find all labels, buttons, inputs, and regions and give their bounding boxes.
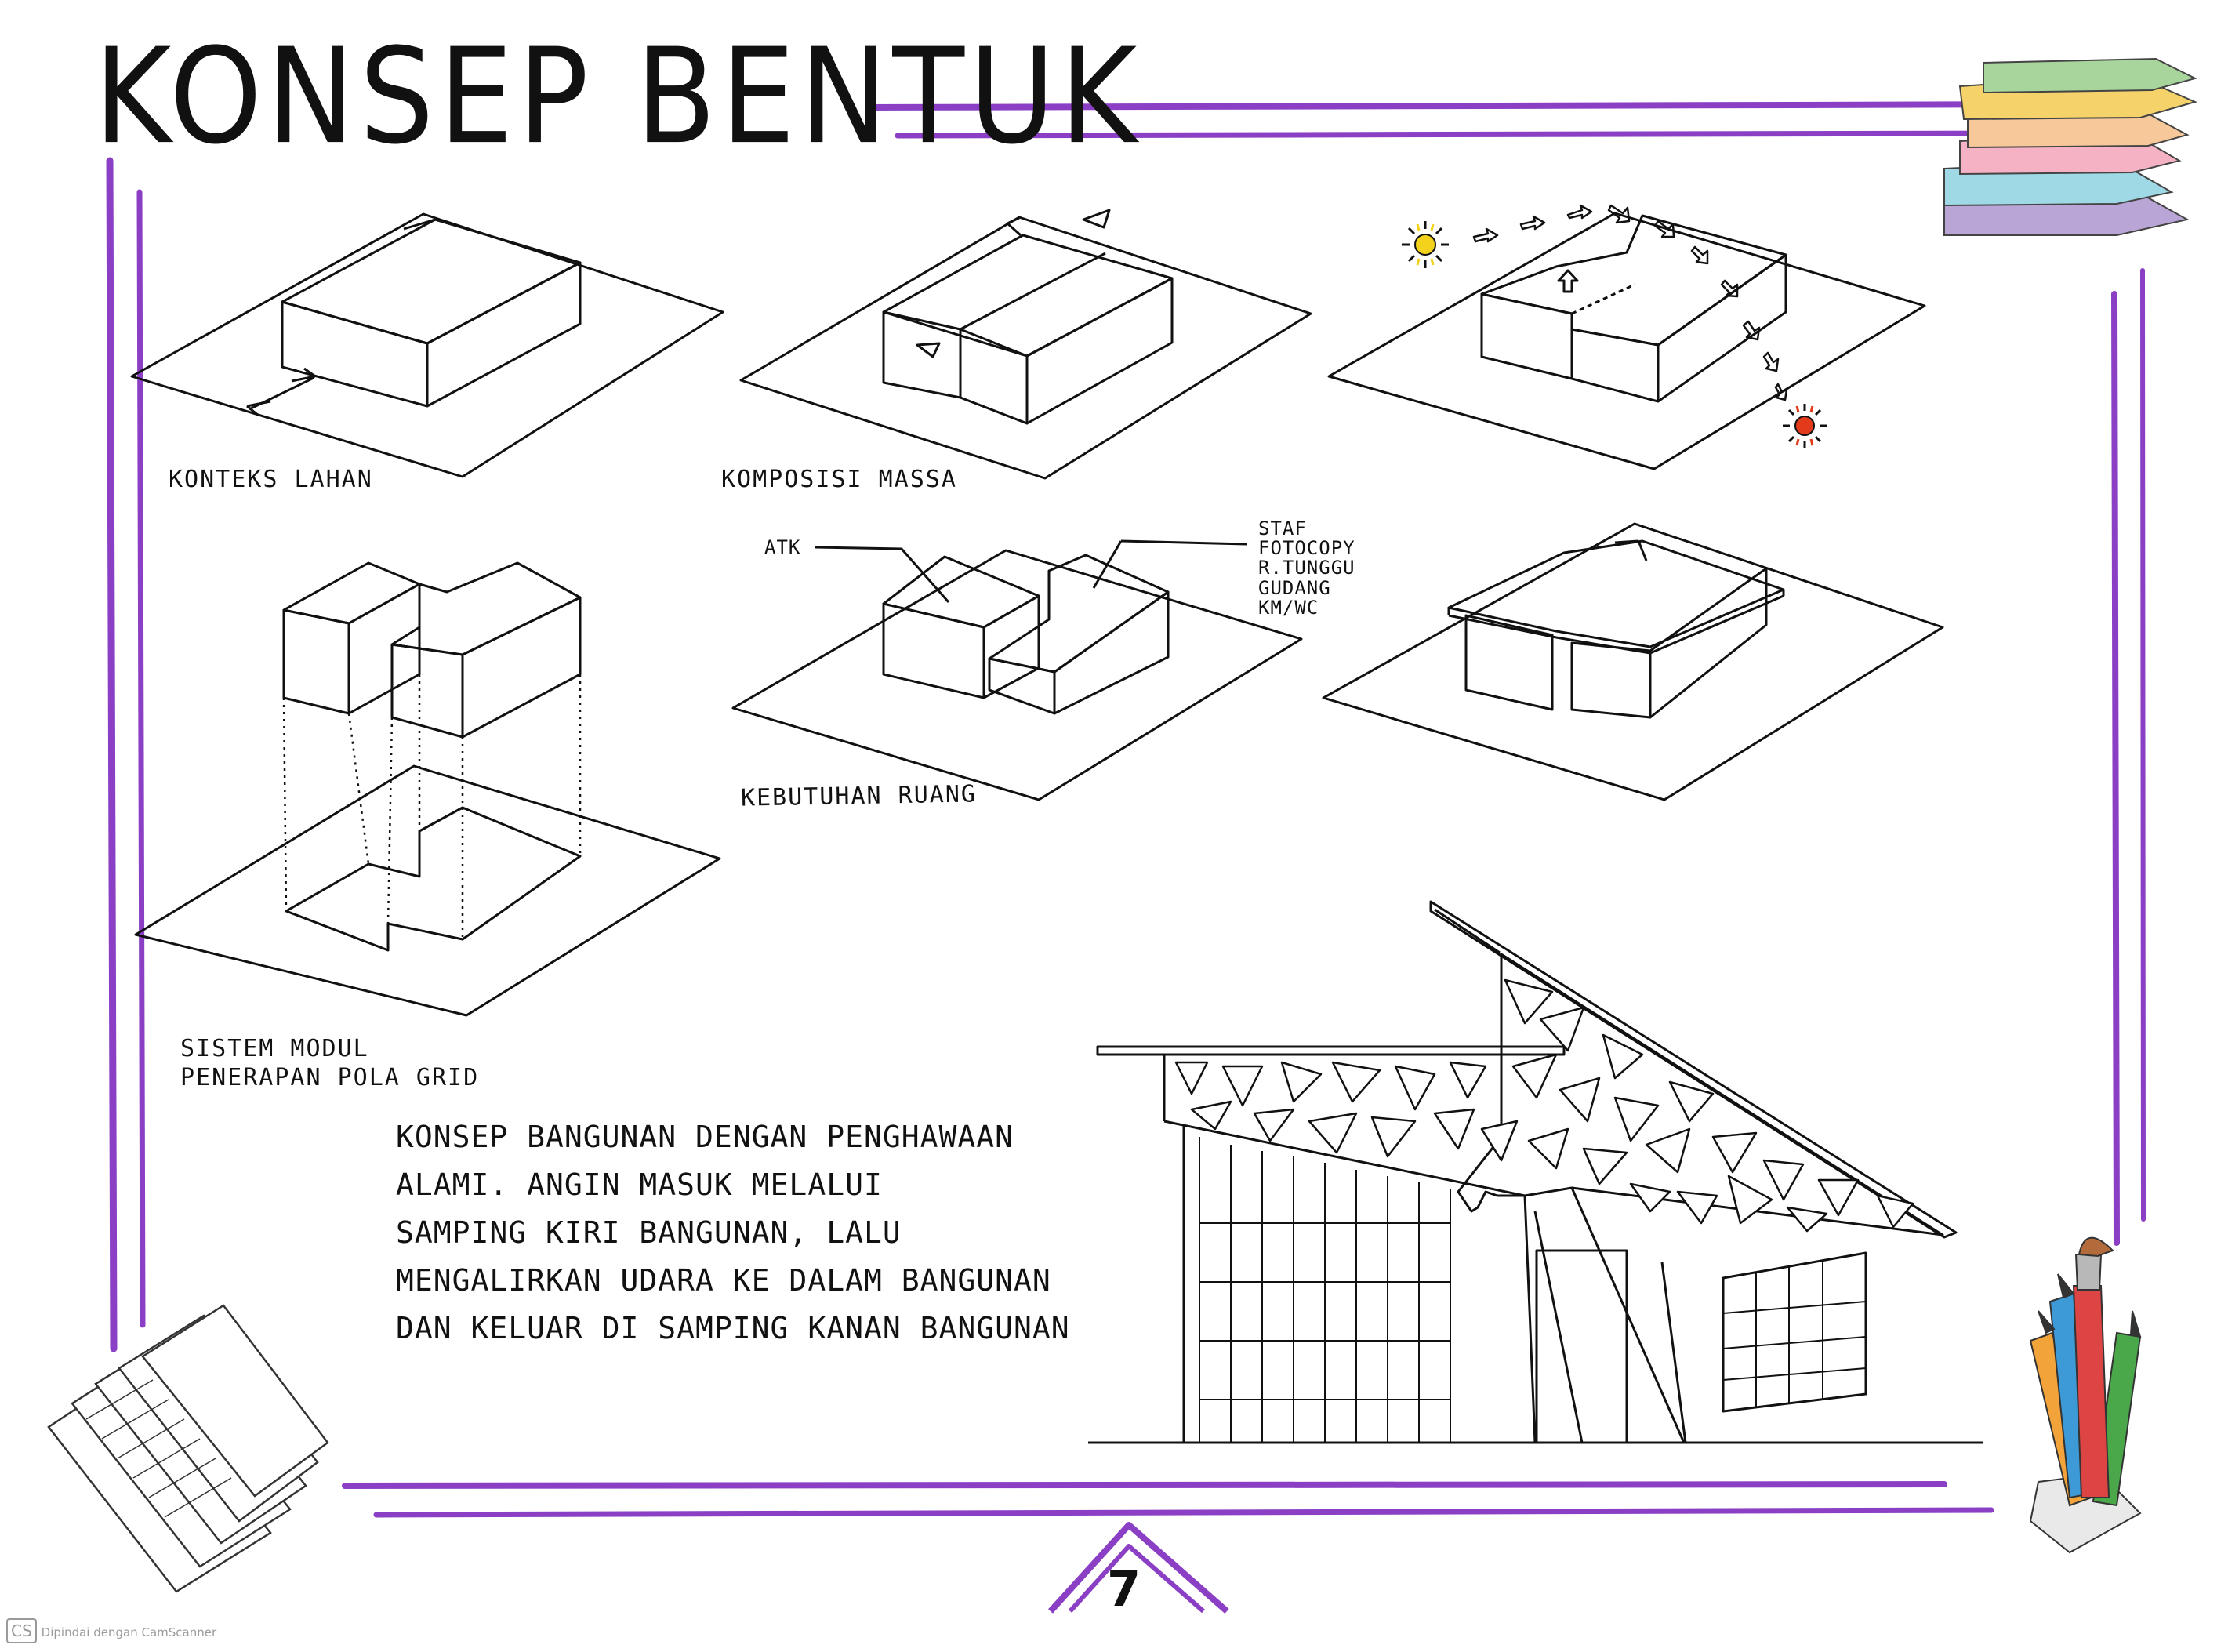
scanner-watermark: CS Dipindai dengan CamScanner <box>6 1618 216 1643</box>
scanner-logo: CS <box>6 1618 37 1643</box>
label-komposisi-massa: KOMPOSISI MASSA <box>721 466 957 493</box>
papers-stack-icon <box>47 1304 329 1593</box>
concept-line: ALAMI. ANGIN MASUK MELALUI <box>396 1167 883 1202</box>
diagram-komposisi-massa <box>739 209 1312 480</box>
callout-room-item: R.TUNGGU <box>1258 557 1355 579</box>
concept-line: MENGALIRKAN UDARA KE DALAM BANGUNAN <box>396 1263 1051 1298</box>
books-stack-icon <box>1943 57 2197 236</box>
building-elevation <box>1088 900 1983 1444</box>
scanner-text: Dipindai dengan CamScanner <box>41 1625 217 1639</box>
label-penerapan-pola-grid: PENERAPAN POLA GRID <box>180 1064 480 1091</box>
callout-room-list: STAF FOTOCOPY R.TUNGGU GUDANG KM/WC <box>1258 517 1355 619</box>
label-konteks-lahan: KONTEKS LAHAN <box>169 466 373 493</box>
sun-icon <box>1402 221 1449 268</box>
wind-arrow-icon <box>1472 204 1788 401</box>
diagram-konteks-lahan <box>130 212 724 478</box>
page-number-triangle <box>1048 1522 1229 1614</box>
concept-line: DAN KELUAR DI SAMPING KANAN BANGUNAN <box>396 1311 1070 1345</box>
frame-lines <box>106 101 2146 1518</box>
pencils-brush-icon <box>2029 1236 2142 1554</box>
sun-icon <box>1783 404 1827 448</box>
page-title: KONSEP BENTUK <box>94 20 1142 174</box>
callout-room-item: GUDANG <box>1258 576 1331 599</box>
label-kebutuhan-ruang: KEBUTUHAN RUANG <box>740 780 978 812</box>
label-sistem-modul: SISTEM MODUL <box>180 1035 369 1062</box>
callout-room-item: KM/WC <box>1258 596 1319 619</box>
diagram-sistem-modul <box>134 561 721 1017</box>
diagram-kebutuhan-ruang <box>731 539 1303 801</box>
page-number: 7 <box>1107 1560 1141 1618</box>
concept-line: KONSEP BANGUNAN DENGAN PENGHAWAAN <box>396 1120 1014 1154</box>
concept-text: KONSEP BANGUNAN DENGAN PENGHAWAAN ALAMI.… <box>396 1113 1070 1352</box>
callout-atk: ATK <box>764 536 801 558</box>
diagram-roof <box>1322 522 1944 801</box>
callout-room-item: STAF <box>1258 517 1307 539</box>
concept-line: SAMPING KIRI BANGUNAN, LALU <box>396 1215 902 1250</box>
callout-room-item: FOTOCOPY <box>1258 537 1355 560</box>
diagram-sun-path <box>1327 212 1926 470</box>
